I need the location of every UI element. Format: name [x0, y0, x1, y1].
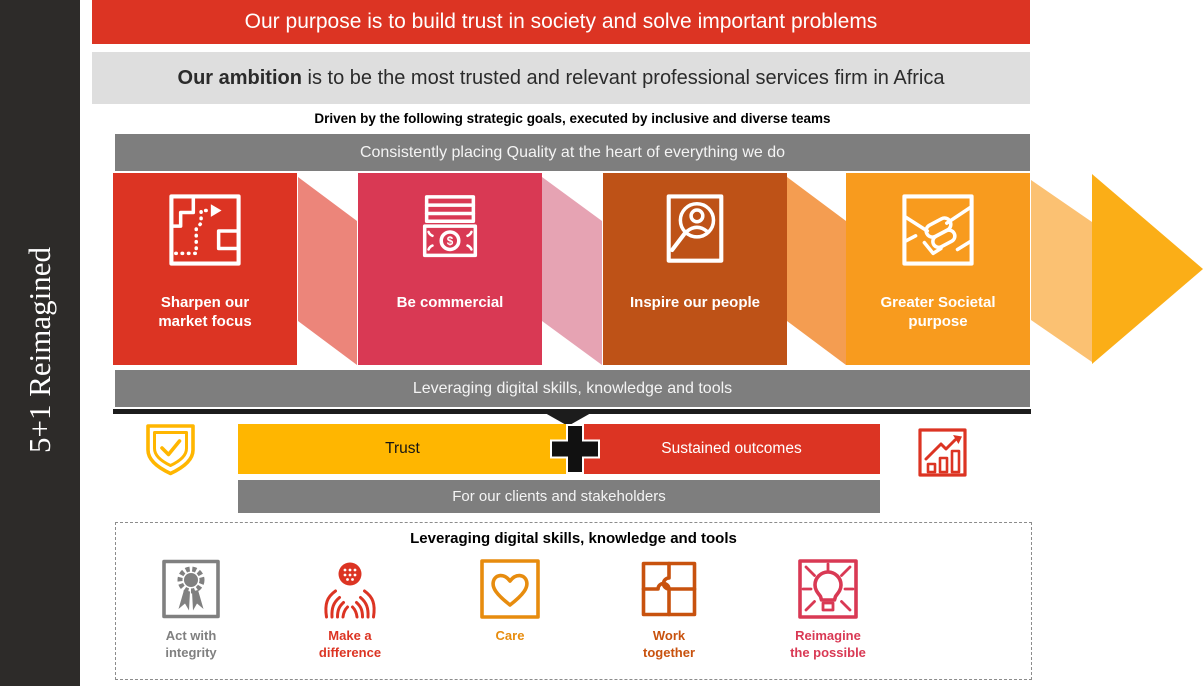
sidebar: 5+1 Reimagined: [0, 0, 80, 686]
value-label: Care: [495, 628, 525, 643]
divider-line: [113, 409, 1031, 414]
banknote-icon: $: [422, 195, 478, 258]
heart-icon: [480, 559, 540, 619]
value-act-with-integrity: Act with integrity: [129, 558, 253, 661]
value-work-together: Work together: [607, 558, 731, 661]
goal-inspire-our-people: Inspire our people: [603, 173, 787, 365]
plus-icon: [550, 424, 600, 474]
connector-ribbon: [298, 177, 357, 365]
clients-bar: For our clients and stakeholders: [238, 480, 880, 513]
value-make-a-difference: Make a difference: [288, 558, 412, 661]
route-map-icon: [169, 194, 241, 266]
down-arrow-notch: [545, 413, 591, 426]
sustained-outcomes-bar: Sustained outcomes: [583, 424, 880, 474]
connector-ribbon: [542, 177, 602, 365]
svg-text:$: $: [447, 235, 454, 248]
goal-label: Sharpen our market focus: [158, 294, 252, 330]
growth-chart-icon: [918, 428, 967, 477]
value-label: Work together: [643, 628, 695, 660]
goal-sharpen-market-focus: Sharpen our market focus: [113, 173, 297, 365]
values-header: Leveraging digital skills, knowledge and…: [410, 529, 737, 547]
goal-label: Inspire our people: [629, 294, 761, 311]
goal-be-commercial: $ Be commercial: [358, 173, 542, 365]
shield-check-icon: [146, 424, 195, 476]
handshake-icon: [902, 194, 974, 266]
driven-caption: Driven by the following strategic goals,…: [314, 110, 831, 126]
trust-bar: Trust: [238, 424, 567, 474]
lightbulb-icon: [798, 559, 858, 619]
quality-bar: Consistently placing Quality at the hear…: [115, 134, 1030, 171]
value-reimagine-the-possible: Reimagine the possible: [766, 558, 890, 661]
goal-label: Greater Societal purpose: [880, 294, 996, 330]
value-care: Care: [448, 558, 572, 644]
ambition-text: Our ambition is to be the most trusted a…: [178, 67, 945, 90]
connector-ribbon: [1031, 180, 1092, 362]
connector-ribbon: [787, 177, 846, 365]
certificate-icon: [162, 559, 220, 619]
ambition-lead: Our ambition: [177, 66, 302, 89]
value-label: Reimagine the possible: [790, 628, 866, 660]
values-box: [115, 522, 1032, 680]
purpose-text: Our purpose is to build trust in society…: [244, 10, 878, 33]
sidebar-title: 5+1 Reimagined: [22, 246, 57, 454]
leveraging-bar: Leveraging digital skills, knowledge and…: [115, 370, 1030, 407]
goal-greater-societal-purpose: Greater Societal purpose: [846, 173, 1030, 365]
puzzle-icon: [641, 561, 697, 617]
value-label: Make a difference: [318, 628, 382, 660]
ambition-rest: is to be the most trusted and relevant p…: [301, 66, 945, 89]
ambition-banner: Our ambition is to be the most trusted a…: [92, 52, 1030, 104]
purpose-banner: Our purpose is to build trust in society…: [92, 0, 1030, 44]
goal-label: Be commercial: [396, 294, 504, 311]
hands-globe-icon: [324, 562, 376, 619]
flow-arrow: [1092, 174, 1203, 364]
person-magnifier-icon: [666, 194, 724, 263]
value-label: Act with integrity: [165, 628, 217, 660]
